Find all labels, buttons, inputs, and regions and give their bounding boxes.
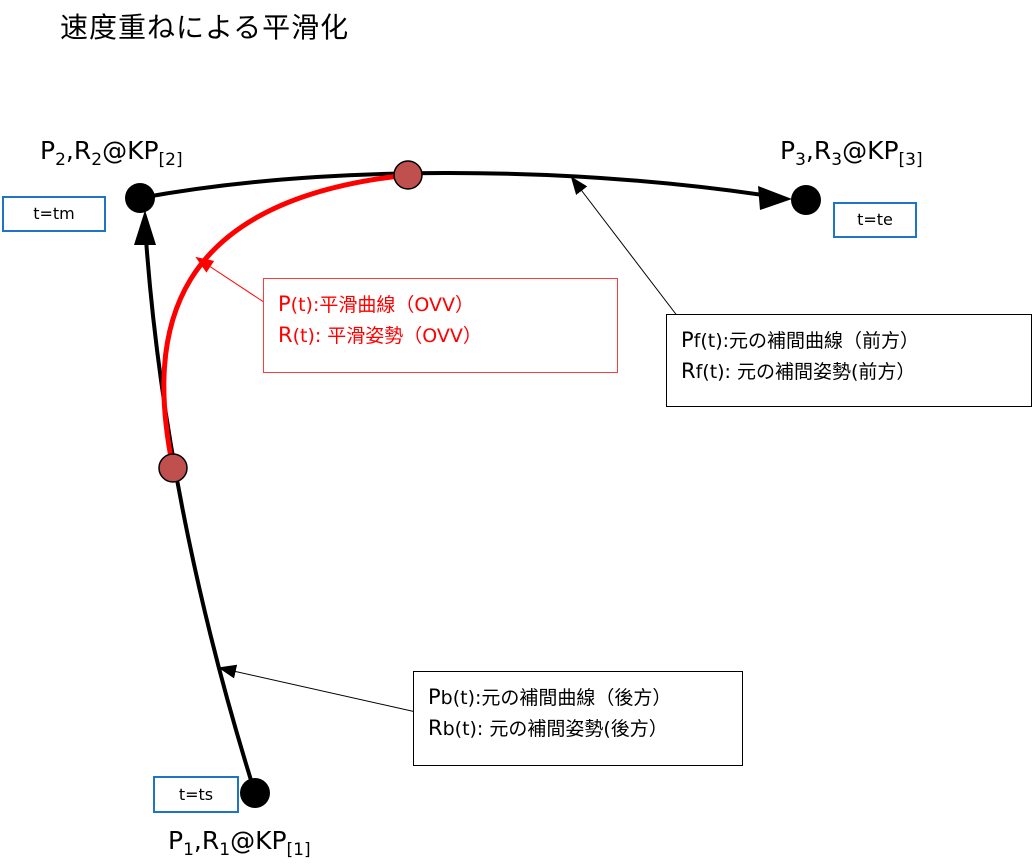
time-box-mid: t=tm	[2, 196, 106, 232]
backward-arrowhead	[134, 210, 156, 245]
blend-end-marker	[393, 160, 423, 190]
smoothed-curve	[161, 172, 409, 469]
blend-start-marker	[158, 453, 188, 483]
time-box-start: t=ts	[153, 776, 239, 813]
point-p1-dot	[240, 778, 270, 808]
backward-note-box: Pb(t):元の補間曲線（後方） Rb(t): 元の補間姿勢(後方）	[413, 671, 743, 766]
forward-leader-line	[570, 176, 689, 331]
backward-note-line2: Rb(t): 元の補間姿勢(後方）	[428, 716, 668, 740]
point-p1-label: P1,R1@KP[1]	[168, 826, 311, 860]
diagram-title: 速度重ねによる平滑化	[60, 11, 350, 44]
point-p2-label: P2,R2@KP[2]	[40, 136, 183, 170]
backward-curve	[143, 224, 257, 794]
smooth-note-line1: P(t):平滑曲線（OVV）	[278, 292, 474, 316]
forward-arrowhead	[758, 186, 792, 210]
time-box-end: t=te	[833, 202, 917, 238]
point-p2-dot	[125, 183, 155, 213]
point-p3-dot	[791, 185, 821, 215]
backward-note-line1: Pb(t):元の補間曲線（後方）	[428, 685, 672, 709]
forward-curve	[139, 171, 771, 200]
forward-note-box: Pf(t):元の補間曲線（前方） Rf(t): 元の補間姿勢(前方）	[666, 314, 1032, 407]
forward-note-line1: Pf(t):元の補間曲線（前方）	[681, 328, 920, 352]
forward-note-line2: Rf(t): 元の補間姿勢(前方）	[681, 359, 916, 383]
smooth-note-box: P(t):平滑曲線（OVV） R(t): 平滑姿勢（OVV）	[263, 278, 618, 373]
smooth-note-line2: R(t): 平滑姿勢（OVV）	[278, 323, 482, 347]
point-p3-label: P3,R3@KP[3]	[780, 136, 923, 170]
backward-leader-line	[218, 664, 426, 715]
